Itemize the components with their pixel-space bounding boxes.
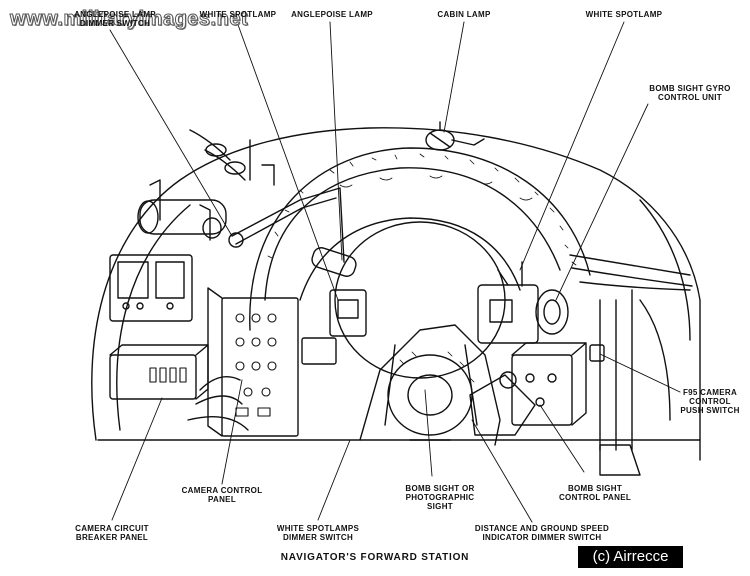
bulkhead-arch [264,167,561,301]
figure-caption: NAVIGATOR'S FORWARD STATION [280,552,470,563]
label-cabin-lamp: CABIN LAMP [437,10,491,19]
bomb-sight [359,324,501,446]
fuselage-frame [91,127,701,461]
leader-distance [471,419,533,523]
white-spotlamp-left [329,289,367,337]
leader-f95 [599,353,681,393]
copyright-badge: (c) Airrecce [578,546,683,568]
label-anglepoise-lamp: ANGLEPOISE LAMP [291,10,373,19]
f95-push-switch [589,344,605,362]
left-cylinder [139,199,227,235]
leader-anglepoise-lamp [329,21,343,261]
camera-breaker-panel [109,354,197,400]
gyro-control-unit [477,284,539,344]
leader-white-spotlamp-right [519,21,625,271]
bomb-sight-control-panel [511,354,573,426]
leader-white-spotlamp-left [236,21,339,301]
label-gyro-control: BOMB SIGHT GYRO CONTROL UNIT [649,84,731,102]
leader-camera-breaker [111,397,163,521]
label-camera-control-panel: CAMERA CONTROL PANEL [181,486,263,504]
leader-bomb-sight [424,389,433,477]
leader-cabin-lamp [443,21,465,133]
anglepoise-lamp [231,187,345,263]
label-bomb-sight: BOMB SIGHT OR PHOTOGRAPHIC SIGHT [405,484,475,511]
junction-box [109,254,193,322]
label-camera-breaker-panel: CAMERA CIRCUIT BREAKER PANEL [75,524,149,542]
watermark-text: www.militaryimages.net [9,8,249,31]
leader-bomb-sight-panel [539,404,585,473]
label-anglepoise-dimmer: ANGLEPOISE LAMP DIMMER SWITCH [74,10,156,28]
leader-camera-control [221,379,243,485]
label-bomb-sight-panel: BOMB SIGHT CONTROL PANEL [558,484,632,502]
label-distance-speed: DISTANCE AND GROUND SPEED INDICATOR DIMM… [474,524,610,542]
ground-speed-indicator [469,374,536,436]
label-white-spotlamp-right: WHITE SPOTLAMP [585,10,663,19]
leader-anglepoise-dimmer [109,29,233,237]
label-spotlamps-dimmer: WHITE SPOTLAMPS DIMMER SWITCH [276,524,360,542]
camera-control-panel [221,297,299,437]
nose-opening [334,221,506,379]
label-f95-switch: F95 CAMERA CONTROL PUSH SWITCH [680,388,740,415]
leader-gyro [555,103,649,301]
leader-spotlamps-dimmer [317,439,351,521]
label-white-spotlamp-left: WHITE SPOTLAMP [199,10,277,19]
